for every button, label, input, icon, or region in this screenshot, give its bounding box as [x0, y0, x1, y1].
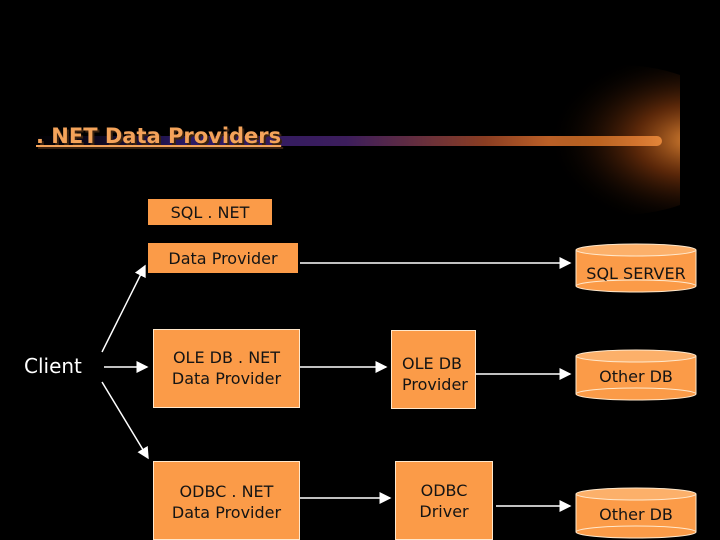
odbc-driver-line1: ODBC	[420, 481, 468, 500]
odbc-net-provider-box: ODBC . NET Data Provider	[153, 461, 300, 540]
client-label: Client	[24, 354, 82, 378]
sql-net-provider-line1: SQL . NET	[170, 203, 250, 222]
sql-net-provider-line2: Data Provider	[168, 249, 278, 268]
sql-server-cylinder	[575, 243, 697, 293]
odbc-driver-box: ODBC Driver	[395, 461, 493, 540]
title-glow-decoration	[500, 65, 680, 215]
oledb-provider-box: OLE DB Provider	[391, 330, 476, 409]
arrow-client-to-odbc-net-provider	[101, 381, 149, 460]
other-db-cylinder-2	[575, 487, 697, 539]
slide-title: . NET Data Providers	[36, 124, 282, 148]
sql-net-provider-box-bottom: Data Provider	[148, 243, 298, 273]
other-db-cylinder-1	[575, 349, 697, 401]
oledb-net-provider-line2: Data Provider	[171, 369, 282, 388]
arrow-client-to-sql-provider	[101, 264, 146, 353]
oledb-net-provider-line1: OLE DB . NET	[172, 348, 281, 367]
oledb-net-provider-box: OLE DB . NET Data Provider	[153, 329, 300, 408]
odbc-net-provider-line1: ODBC . NET	[179, 482, 274, 501]
other-db-label-2: Other DB	[599, 505, 673, 524]
oledb-provider-line2: Provider	[402, 375, 468, 394]
sql-net-provider-box-top: SQL . NET	[148, 199, 272, 225]
odbc-driver-line2: Driver	[419, 502, 469, 521]
other-db-label-1: Other DB	[599, 367, 673, 386]
odbc-net-provider-line2: Data Provider	[171, 503, 282, 522]
sql-server-label: SQL SERVER	[586, 264, 686, 283]
oledb-provider-line1: OLE DB	[402, 354, 462, 373]
